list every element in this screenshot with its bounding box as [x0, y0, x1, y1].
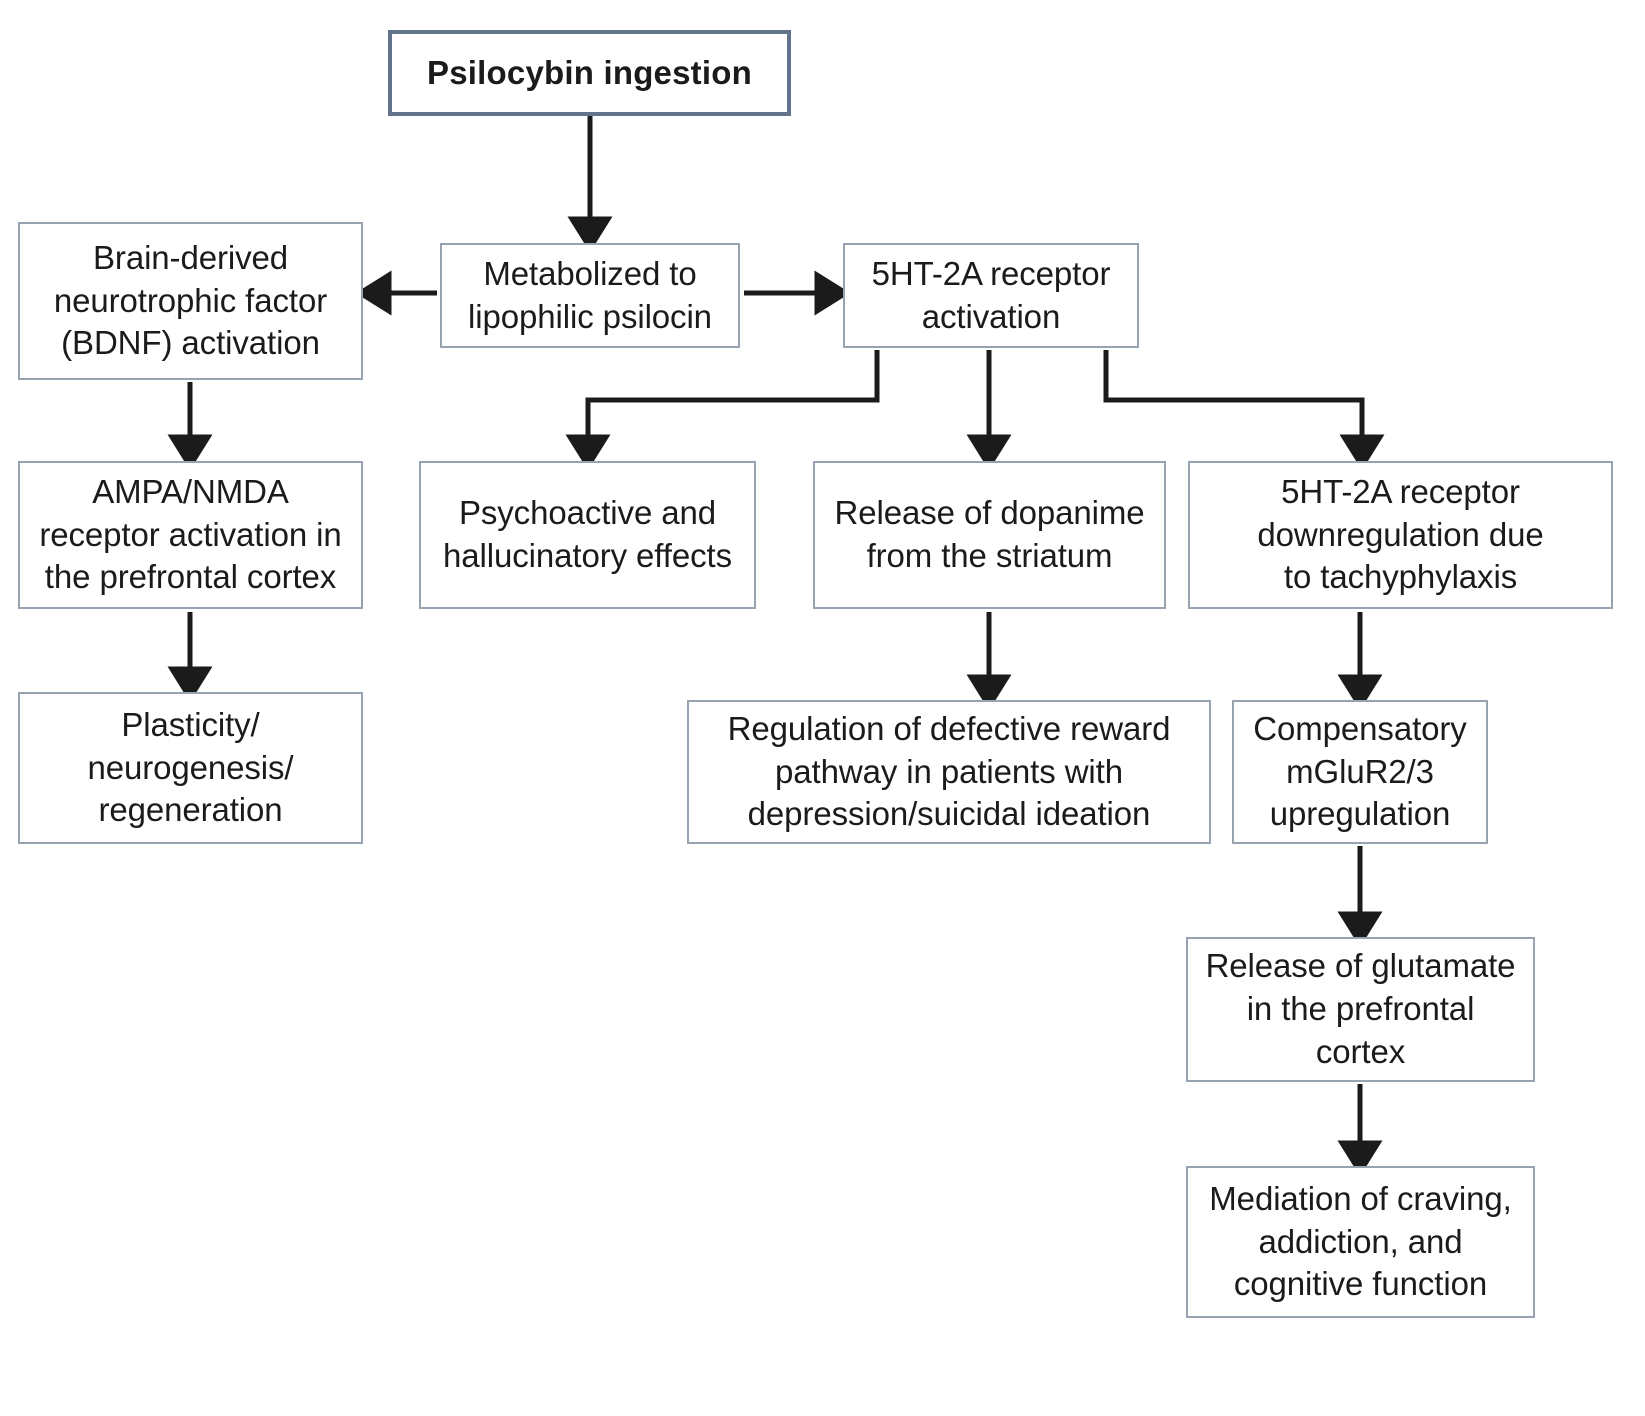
node-label: Brain-derived neurotrophic factor (BDNF)…: [53, 238, 328, 362]
node-ampa-nmda-activation[interactable]: AMPA/NMDA receptor activation in the pre…: [18, 461, 363, 609]
node-label: 5HT-2A receptor activation: [871, 254, 1111, 335]
node-label: Compensatory mGluR2/3 upregulation: [1253, 709, 1467, 833]
node-psilocybin-ingestion[interactable]: Psilocybin ingestion: [388, 30, 791, 116]
node-label: Regulation of defective reward pathway i…: [727, 709, 1171, 833]
node-label: 5HT-2A receptor downregulation due to ta…: [1257, 472, 1544, 596]
node-label: Mediation of craving, addiction, and cog…: [1209, 1179, 1512, 1303]
node-label: Release of glutamate in the prefrontal c…: [1205, 947, 1516, 1070]
node-label: Plasticity/ neurogenesis/ regeneration: [87, 705, 294, 829]
node-label: Psilocybin ingestion: [427, 53, 752, 91]
node-dopamine-release[interactable]: Release of dopanime from the striatum: [813, 461, 1166, 609]
node-label: AMPA/NMDA receptor activation in the pre…: [39, 472, 342, 596]
node-label: Psychoactive and hallucinatory effects: [443, 494, 732, 574]
node-5ht2a-activation[interactable]: 5HT-2A receptor activation: [843, 243, 1139, 348]
node-label: Metabolized to lipophilic psilocin: [468, 254, 712, 335]
node-craving-mediation[interactable]: Mediation of craving, addiction, and cog…: [1186, 1166, 1535, 1318]
node-label: Release of dopanime from the striatum: [834, 494, 1145, 574]
node-mglur-upregulation[interactable]: Compensatory mGluR2/3 upregulation: [1232, 700, 1488, 844]
node-bdnf-activation[interactable]: Brain-derived neurotrophic factor (BDNF)…: [18, 222, 363, 380]
edge-5ht2a-to-psychoactive: [565, 350, 880, 471]
node-5ht2a-downregulation[interactable]: 5HT-2A receptor downregulation due to ta…: [1188, 461, 1613, 609]
node-psychoactive-effects[interactable]: Psychoactive and hallucinatory effects: [419, 461, 756, 609]
node-metabolized-psilocin[interactable]: Metabolized to lipophilic psilocin: [440, 243, 740, 348]
node-plasticity-neurogenesis[interactable]: Plasticity/ neurogenesis/ regeneration: [18, 692, 363, 844]
node-glutamate-release[interactable]: Release of glutamate in the prefrontal c…: [1186, 937, 1535, 1082]
edge-5ht2a-to-downregulation: [1103, 350, 1385, 471]
node-reward-pathway-regulation[interactable]: Regulation of defective reward pathway i…: [687, 700, 1211, 844]
